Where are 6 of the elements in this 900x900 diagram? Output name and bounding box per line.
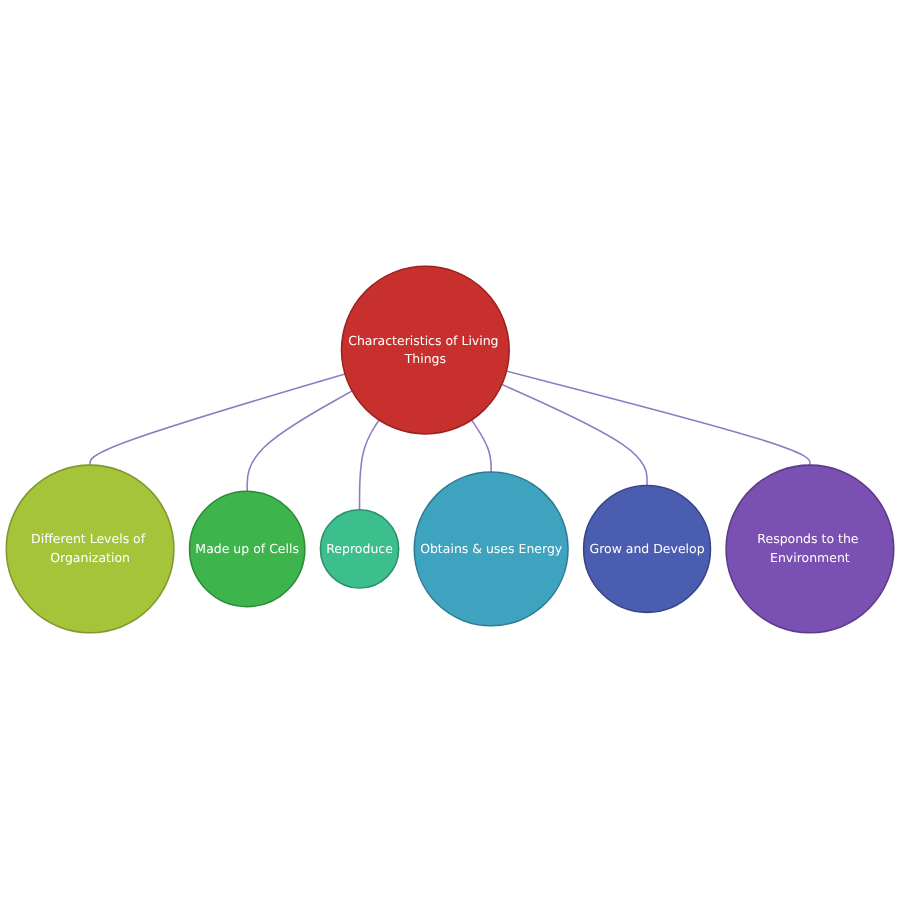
connector xyxy=(89,373,346,467)
connector xyxy=(505,370,811,467)
connector xyxy=(470,419,492,474)
connector xyxy=(501,384,648,487)
connector xyxy=(246,390,353,493)
connector xyxy=(358,419,380,512)
